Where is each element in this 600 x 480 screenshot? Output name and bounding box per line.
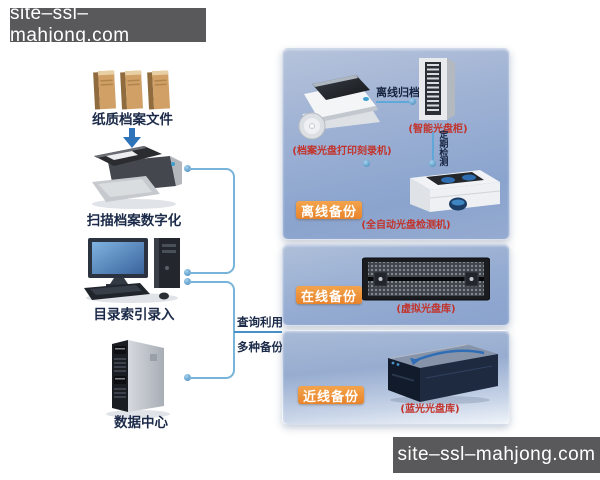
computer-image <box>84 238 180 303</box>
connector-dot <box>184 165 191 172</box>
periodic-check-line <box>432 132 434 162</box>
offline-backup-badge: 离线备份 <box>296 201 362 220</box>
connector-dot <box>184 278 191 285</box>
bluray-library-caption: (蓝光光盘库) <box>400 404 460 415</box>
scanner-label: 扫描档案数字化 <box>86 213 182 229</box>
disc-checker-caption: (全自动光盘检测机) <box>361 220 451 231</box>
connector-dot <box>429 160 436 167</box>
disc-printer-caption: (档案光盘打印刻录机) <box>292 146 392 157</box>
offline-archive-label: 离线归档 <box>376 86 420 99</box>
periodic-check-label: 定期检测 <box>437 130 448 166</box>
connector-dot <box>184 269 191 276</box>
paper-archives-image <box>93 70 171 110</box>
down-arrow-icon <box>123 128 141 148</box>
watermark-bottom: site–ssl–mahjong.com <box>393 437 600 473</box>
connector-bracket-bottom <box>189 281 235 379</box>
disc-checker-image <box>410 170 501 212</box>
query-usage-label: 查询利用 <box>237 315 283 329</box>
bluray-library-image <box>388 344 498 404</box>
server-label: 数据中心 <box>114 415 168 431</box>
disc-cabinet-caption: (智能光盘柜) <box>408 124 468 135</box>
disc-printer-image <box>298 75 380 140</box>
watermark-bottom-text: site–ssl–mahjong.com <box>397 444 596 465</box>
watermark-top-text: site–ssl–mahjong.com <box>10 3 130 46</box>
connector-dot <box>363 160 370 167</box>
paper-archives-label: 纸质档案文件 <box>92 112 173 128</box>
virtual-disc-library-image <box>362 257 490 301</box>
multi-backup-label: 多种备份 <box>237 340 283 354</box>
server-image <box>106 340 170 418</box>
connector-dot <box>184 374 191 381</box>
connector-bracket-top <box>189 168 235 274</box>
watermark-top: site–ssl–mahjong.com <box>10 3 206 46</box>
connector-dot <box>409 98 416 105</box>
disc-cabinet-image <box>419 58 455 120</box>
virtual-disc-library-caption: (虚拟光盘库) <box>396 304 456 315</box>
online-backup-badge: 在线备份 <box>296 286 362 305</box>
offline-archive-line <box>376 101 412 103</box>
computer-label: 目录索引录入 <box>93 307 175 323</box>
scanner-image <box>92 146 182 209</box>
connector-divider-line <box>234 331 282 333</box>
nearline-backup-badge: 近线备份 <box>298 386 364 405</box>
